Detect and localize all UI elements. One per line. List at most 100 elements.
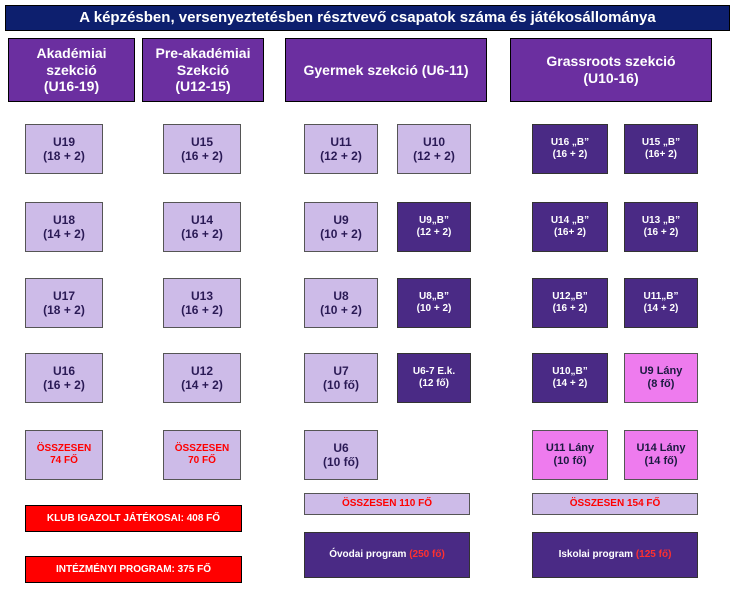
team-count: (14 + 2) bbox=[643, 303, 679, 314]
team-count: (14 + 2) bbox=[181, 378, 223, 392]
total-value: 70 FŐ bbox=[188, 455, 216, 466]
header-line: Szekció bbox=[176, 61, 230, 78]
intezmenyi-text: INTÉZMÉNYI PROGRAM: 375 FŐ bbox=[55, 563, 211, 575]
team-name: U17 bbox=[52, 288, 75, 303]
team-box-u16-b: U16 „B” (16 + 2) bbox=[532, 124, 608, 174]
total-box-akademiai: ÖSSZESEN 74 FŐ bbox=[25, 430, 103, 480]
team-name: U16 „B” bbox=[550, 137, 590, 148]
team-box-u13-b: U13 „B” (16 + 2) bbox=[624, 202, 698, 252]
program-label: Óvodai program bbox=[329, 549, 410, 560]
team-name: U11 Lány bbox=[545, 441, 595, 454]
total-box-preakademiai: ÖSSZESEN 70 FŐ bbox=[163, 430, 241, 480]
section-header-akademiai: Akadémiai szekció (U16-19) bbox=[8, 38, 135, 102]
total-box-gyermek: ÖSSZESEN 110 FŐ bbox=[304, 493, 470, 515]
ovodai-program-box: Óvodai program (250 fő) bbox=[304, 532, 470, 578]
team-name: U19 bbox=[52, 134, 75, 149]
header-line: Grassroots szekció bbox=[546, 53, 676, 70]
team-count: (16 + 2) bbox=[643, 227, 679, 238]
header-line: (U12-15) bbox=[175, 78, 231, 95]
total-text: ÖSSZESEN 154 FŐ bbox=[569, 498, 661, 509]
team-name: U8„B” bbox=[418, 291, 449, 302]
team-count: (10 + 2) bbox=[416, 303, 452, 314]
team-box-u6: U6 (10 fő) bbox=[304, 430, 378, 480]
team-count: (10 + 2) bbox=[320, 227, 362, 241]
total-label: ÖSSZESEN bbox=[174, 443, 230, 454]
team-name: U13 bbox=[190, 288, 213, 303]
team-count: (16 + 2) bbox=[181, 227, 223, 241]
team-box-u7: U7 (10 fő) bbox=[304, 353, 378, 403]
team-count: (10 + 2) bbox=[320, 303, 362, 317]
team-box-u19: U19 (18 + 2) bbox=[25, 124, 103, 174]
team-count: (16 + 2) bbox=[181, 149, 223, 163]
team-count: (16+ 2) bbox=[645, 149, 677, 160]
team-box-u10: U10 (12 + 2) bbox=[397, 124, 471, 174]
team-box-u9-lany: U9 Lány (8 fő) bbox=[624, 353, 698, 403]
section-header-grassroots: Grassroots szekció (U10-16) bbox=[510, 38, 712, 102]
team-name: U9 bbox=[333, 212, 349, 227]
total-box-grassroots: ÖSSZESEN 154 FŐ bbox=[532, 493, 698, 515]
team-box-u15: U15 (16 + 2) bbox=[163, 124, 241, 174]
team-name: U6-7 E.k. bbox=[412, 366, 456, 377]
team-count: (14 fő) bbox=[644, 455, 678, 467]
team-box-u8: U8 (10 + 2) bbox=[304, 278, 378, 328]
team-box-u15-b: U15 „B” (16+ 2) bbox=[624, 124, 698, 174]
header-line: Akadémiai bbox=[36, 44, 107, 61]
program-count: (250 fő) bbox=[409, 549, 445, 560]
header-line: (U10-16) bbox=[583, 70, 639, 86]
header-line: Gyermek szekció (U6-11) bbox=[303, 61, 469, 78]
team-count: (10 fő) bbox=[323, 455, 359, 469]
team-box-u10-b: U10„B” (14 + 2) bbox=[532, 353, 608, 403]
team-name: U9„B” bbox=[418, 215, 449, 226]
team-count: (16 + 2) bbox=[552, 149, 588, 160]
team-name: U15 bbox=[190, 134, 213, 149]
team-count: (12 fő) bbox=[419, 378, 449, 389]
team-name: U14 „B” bbox=[550, 215, 590, 226]
team-box-u13: U13 (16 + 2) bbox=[163, 278, 241, 328]
team-count: (12 + 2) bbox=[416, 227, 452, 238]
page-title: A képzésben, versenyeztetésben résztvevő… bbox=[5, 5, 730, 31]
team-count: (10 fő) bbox=[553, 455, 587, 467]
team-box-u12: U12 (14 + 2) bbox=[163, 353, 241, 403]
team-name: U6 bbox=[333, 440, 349, 455]
team-box-u16: U16 (16 + 2) bbox=[25, 353, 103, 403]
team-count: (16 + 2) bbox=[43, 378, 85, 392]
team-box-u9-b: U9„B” (12 + 2) bbox=[397, 202, 471, 252]
team-count: (14 + 2) bbox=[43, 227, 85, 241]
team-box-u12-b: U12„B” (16 + 2) bbox=[532, 278, 608, 328]
section-header-gyermek: Gyermek szekció (U6-11) bbox=[285, 38, 487, 102]
team-box-u14-b: U14 „B” (16+ 2) bbox=[532, 202, 608, 252]
total-text: ÖSSZESEN 110 FŐ bbox=[341, 498, 433, 509]
team-count: (16+ 2) bbox=[554, 227, 586, 238]
team-name: U9 Lány bbox=[639, 364, 683, 377]
team-name: U11 bbox=[330, 134, 352, 149]
team-name: U14 bbox=[190, 212, 213, 227]
team-count: (10 fő) bbox=[323, 378, 359, 392]
team-name: U18 bbox=[52, 212, 75, 227]
team-box-u8-b: U8„B” (10 + 2) bbox=[397, 278, 471, 328]
team-box-u11-lany: U11 Lány (10 fő) bbox=[532, 430, 608, 480]
klub-players-bar: KLUB IGAZOLT JÁTÉKOSAI: 408 FŐ bbox=[25, 505, 242, 532]
iskolai-program-box: Iskolai program (125 fő) bbox=[532, 532, 698, 578]
program-count: (125 fő) bbox=[635, 549, 672, 560]
team-box-u18: U18 (14 + 2) bbox=[25, 202, 103, 252]
team-box-u14-lany: U14 Lány (14 fő) bbox=[624, 430, 698, 480]
team-name: U10„B” bbox=[552, 366, 588, 377]
intezmenyi-program-bar: INTÉZMÉNYI PROGRAM: 375 FŐ bbox=[25, 556, 242, 583]
team-name: U14 Lány bbox=[636, 441, 686, 454]
team-name: U12„B” bbox=[552, 291, 588, 302]
team-name: U10 bbox=[422, 134, 445, 149]
team-name: U15 „B” bbox=[641, 137, 681, 148]
team-box-u14: U14 (16 + 2) bbox=[163, 202, 241, 252]
header-line: szekció bbox=[46, 61, 97, 78]
team-count: (16 + 2) bbox=[181, 303, 223, 317]
team-name: U13 „B” bbox=[641, 215, 681, 226]
team-name: U16 bbox=[52, 363, 75, 378]
team-count: (12 + 2) bbox=[320, 149, 362, 163]
team-box-u6-7-ek: U6-7 E.k. (12 fő) bbox=[397, 353, 471, 403]
total-value: 74 FŐ bbox=[50, 455, 78, 466]
team-name: U8 bbox=[333, 288, 349, 303]
header-line: (U16-19) bbox=[43, 78, 100, 95]
team-box-u9: U9 (10 + 2) bbox=[304, 202, 378, 252]
team-count: (18 + 2) bbox=[43, 149, 85, 163]
team-name: U12 bbox=[190, 363, 213, 378]
